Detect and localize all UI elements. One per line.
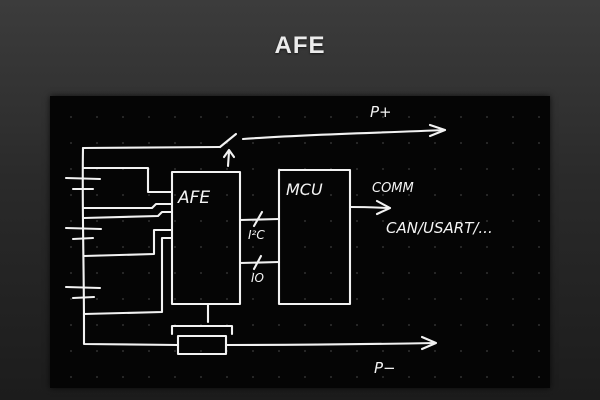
bottom-wire: [82, 326, 180, 347]
top-wire: [81, 145, 222, 150]
comm-interfaces-label: CAN/USART/...: [386, 219, 493, 237]
p-minus-arrowhead: [420, 335, 438, 351]
p-minus-line: [224, 341, 437, 347]
shunt-resistor: [176, 334, 228, 356]
battery-cell-3-long: [64, 285, 102, 290]
switch-blade: [218, 132, 238, 149]
mcu-label: MCU: [286, 180, 323, 199]
comm-arrowhead: [375, 199, 392, 216]
p-plus-arrowhead: [428, 123, 447, 138]
battery-cell-2-long: [64, 226, 103, 231]
whiteboard-diagram: AFE MCU I²C IO COMM CAN/USART/... P+ P−: [50, 96, 550, 388]
battery-cell-3-short: [71, 295, 96, 300]
switch-actuator-arrow: [222, 148, 236, 168]
i2c-label: I²C: [248, 228, 265, 242]
i2c-slash: [252, 210, 264, 228]
p-minus-label: P−: [374, 359, 396, 377]
comm-label: COMM: [372, 181, 414, 196]
afe-block: [170, 170, 242, 306]
cell-sense-wires: [82, 166, 174, 316]
slide-title: AFE: [274, 32, 326, 59]
battery-left-rail: [81, 146, 86, 330]
sense-bracket: [170, 324, 234, 336]
p-plus-line: [241, 128, 447, 141]
p-plus-label: P+: [370, 103, 392, 121]
comm-line: [348, 205, 392, 210]
io-label: IO: [251, 271, 264, 285]
battery-cell-2-short: [71, 236, 95, 241]
i2c-line: [238, 217, 281, 222]
io-slash: [252, 254, 263, 271]
mcu-block: [277, 168, 352, 306]
block-diagram: AFE MCU I²C IO COMM CAN/USART/... P+ P−: [64, 103, 493, 377]
battery-cell-1-long: [64, 176, 102, 181]
afe-label: AFE: [177, 188, 210, 208]
battery-stack: [64, 146, 103, 330]
io-line: [238, 260, 281, 265]
